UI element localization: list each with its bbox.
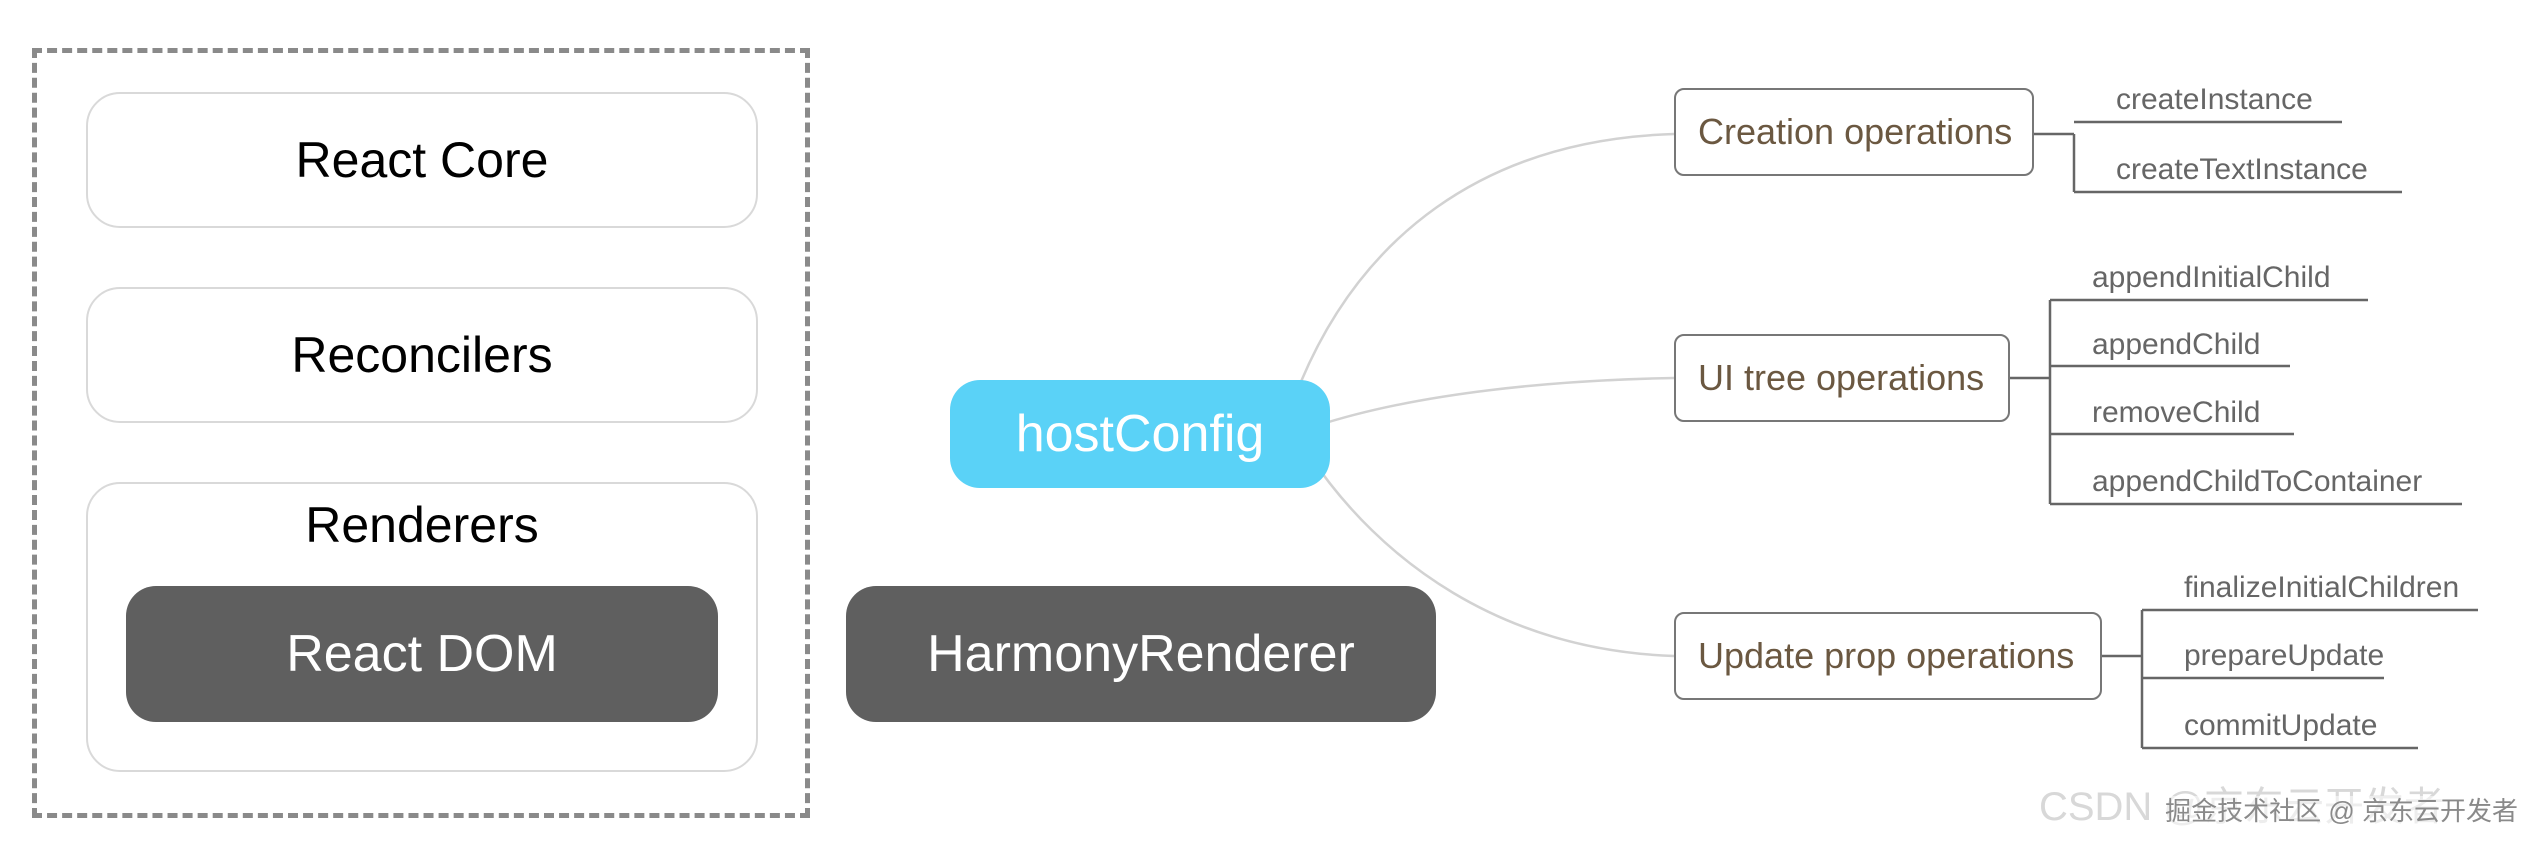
connector-ui-tree: [1315, 376, 1675, 428]
architecture-frame: [32, 48, 810, 818]
connector-creation: [1298, 132, 1675, 385]
leaf-append-child: appendChild: [2092, 328, 2261, 361]
watermark-overlay: 掘金技术社区 @ 京东云开发者: [2165, 795, 2518, 826]
watermark: CSDN @京东云开发者 掘金技术社区 @ 京东云开发者: [2039, 774, 2518, 832]
branch-update-prop-operations: Update prop operations: [1674, 612, 2102, 700]
branch-ui-tree-operations: UI tree operations: [1674, 334, 2010, 422]
leaf-prepare-update: prepareUpdate: [2184, 639, 2385, 672]
branch-creation-operations: Creation operations: [1674, 88, 2034, 176]
leaf-remove-child: removeChild: [2092, 396, 2261, 429]
leaf-append-initial-child: appendInitialChild: [2092, 261, 2331, 294]
leaf-finalize-initial-children: finalizeInitialChildren: [2184, 571, 2460, 604]
leaf-commit-update: commitUpdate: [2184, 709, 2378, 742]
leaf-create-text-instance: createTextInstance: [2116, 153, 2368, 186]
renderers-label: Renderers: [305, 497, 539, 553]
leaf-create-instance: createInstance: [2116, 83, 2313, 116]
hostconfig-node: hostConfig: [950, 380, 1330, 488]
react-core-layer: React Core: [86, 92, 758, 228]
reconcilers-layer: Reconcilers: [86, 287, 758, 423]
react-dom-box: React DOM: [126, 586, 718, 722]
leaf-append-child-to-container: appendChildToContainer: [2092, 465, 2423, 498]
connector-update: [1308, 455, 1675, 658]
harmony-renderer-box: HarmonyRenderer: [846, 586, 1436, 722]
